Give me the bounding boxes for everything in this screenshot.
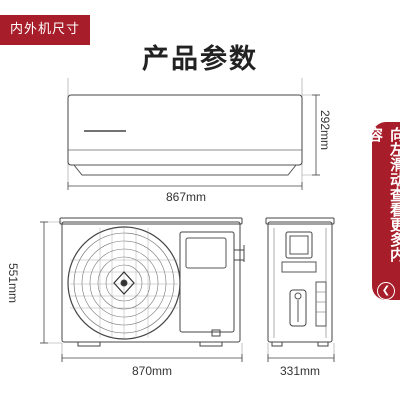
swipe-left-button[interactable]: 向左滑动查看更多内容 ❮ [366, 122, 400, 300]
arrow-left-circle-icon: ❮ [377, 282, 395, 300]
outdoor-depth-dimension-line [267, 354, 335, 362]
page-title: 产品参数 [142, 44, 258, 75]
outdoor-width-dimension-line [61, 354, 243, 362]
outdoor-height-dimension-line [40, 221, 48, 344]
indoor-width-dimension-line [67, 182, 303, 190]
indoor-width-label: 867mm [166, 190, 207, 204]
indoor-height-label: 292mm [318, 110, 332, 151]
section-tag: 内外机尺寸 [0, 15, 90, 45]
outdoor-width-label: 870mm [132, 364, 173, 378]
outdoor-unit-side-drawing [265, 217, 335, 362]
outdoor-height-label: 551mm [6, 263, 20, 304]
indoor-height-dimension-line [312, 94, 320, 176]
swipe-left-label: 向左滑动查看更多内容 [366, 127, 400, 262]
outdoor-unit-front-drawing [40, 217, 245, 362]
indoor-unit-drawing [67, 78, 320, 185]
outdoor-depth-label: 331mm [280, 364, 321, 378]
